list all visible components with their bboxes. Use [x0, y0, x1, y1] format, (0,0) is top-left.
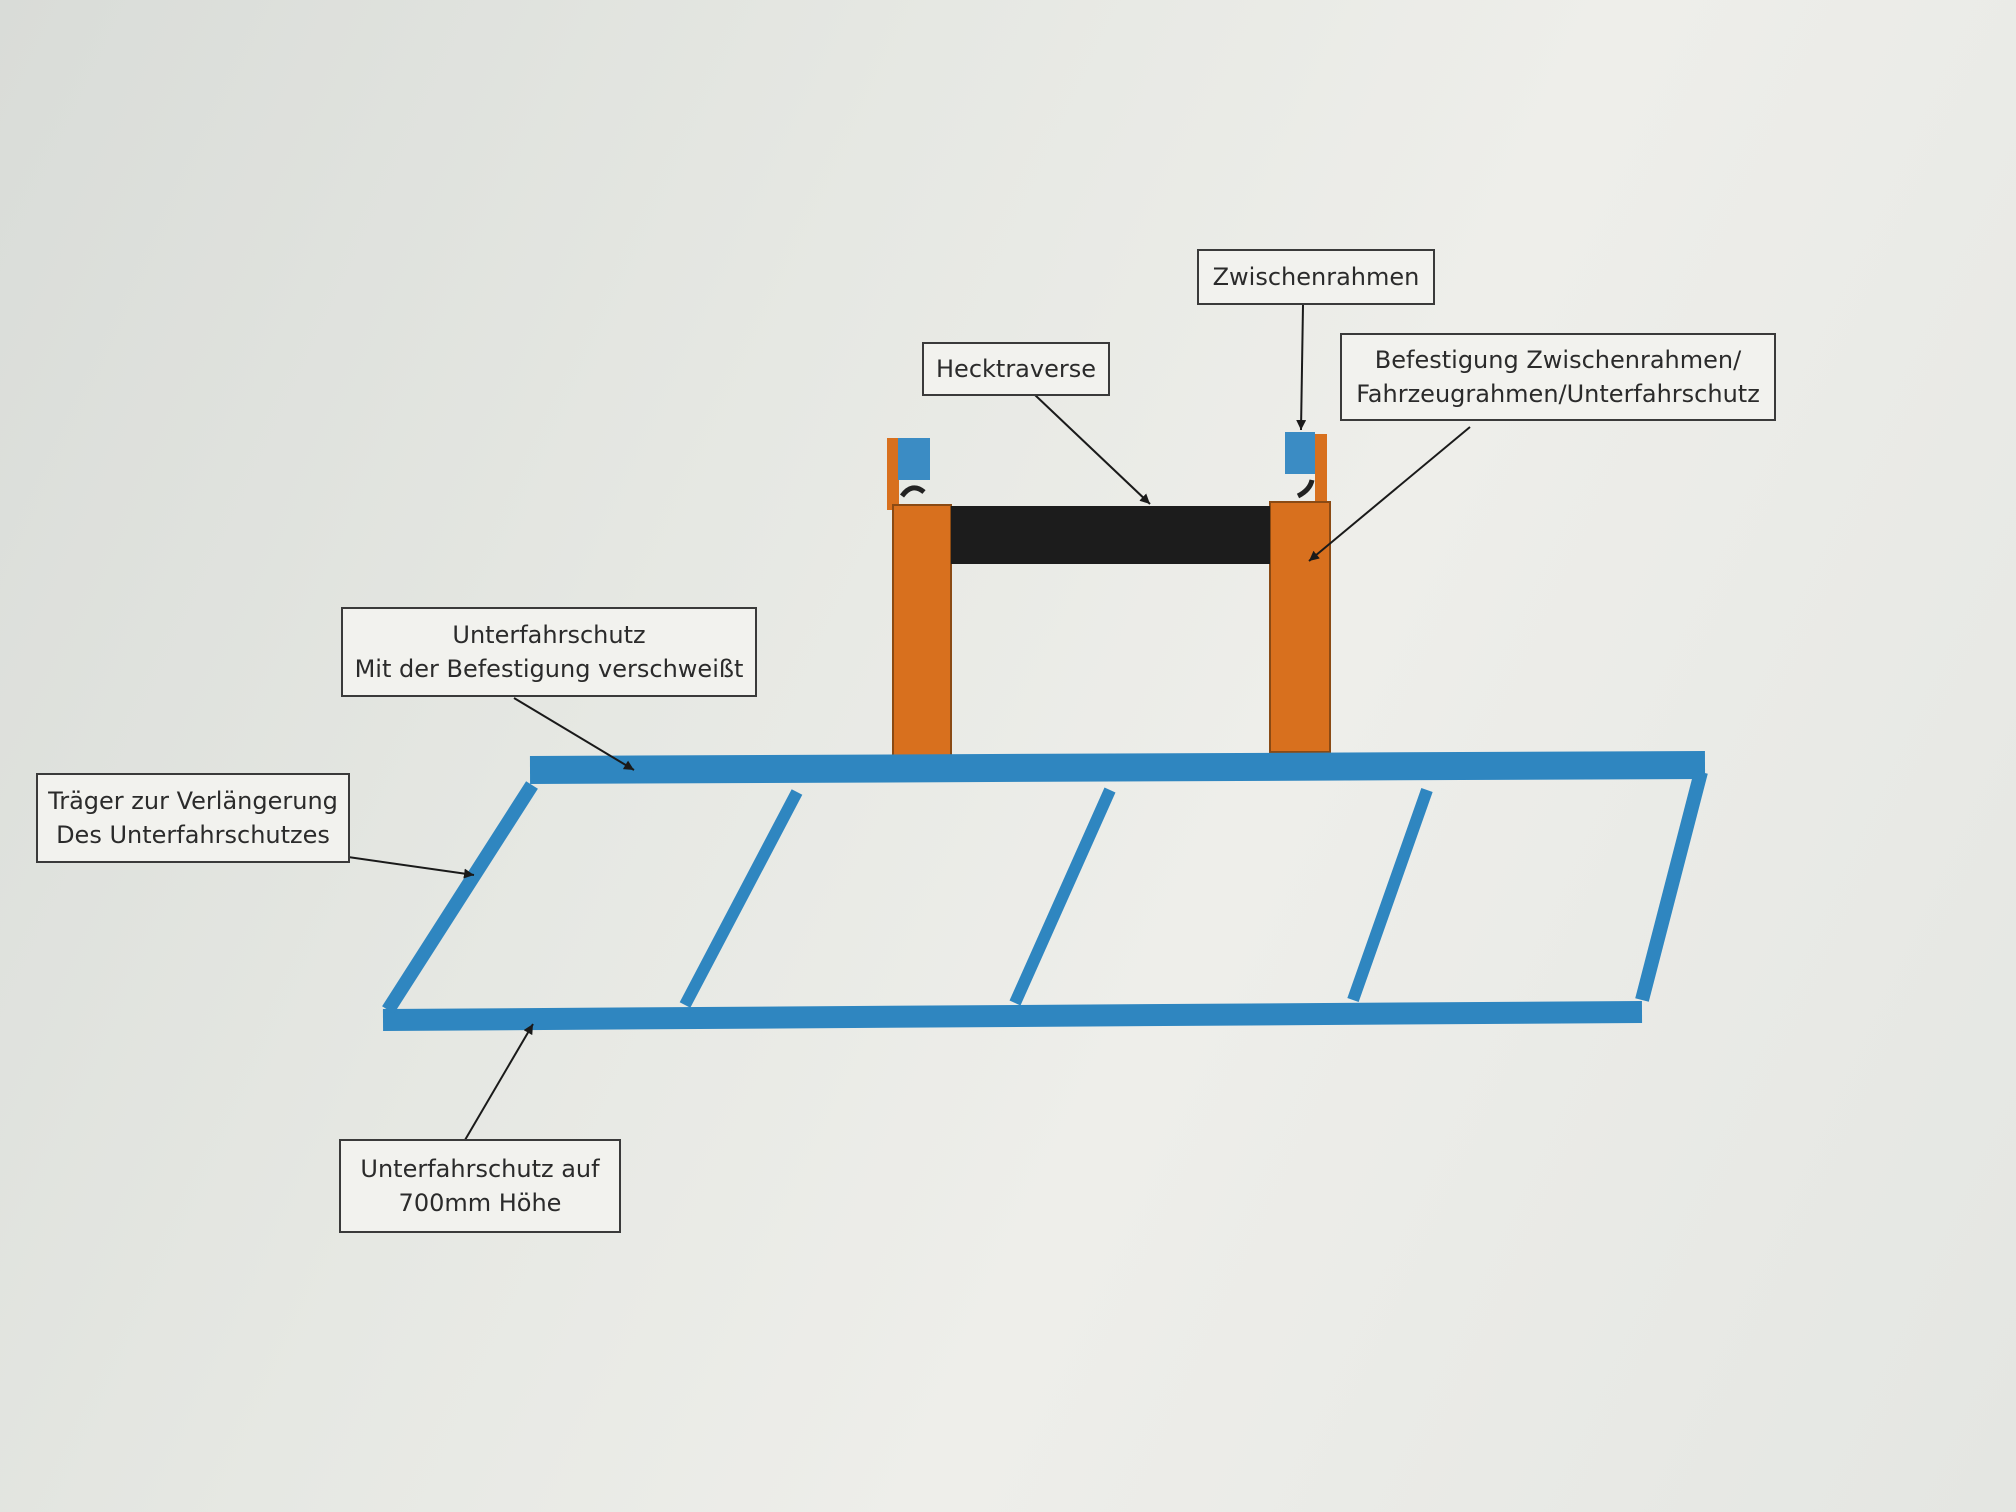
left-bracket	[887, 438, 952, 758]
label-zwischenrahmen: Zwischenrahmen	[1197, 249, 1435, 305]
rear-rail	[529, 751, 1706, 784]
right-hook	[1296, 479, 1315, 499]
label-zwischenrahmen-text: Zwischenrahmen	[1212, 263, 1420, 291]
label-unterfahrschutz-hoehe-line-2: 700mm Höhe	[398, 1189, 562, 1217]
left-clamp	[898, 438, 930, 480]
left-beam	[382, 781, 538, 1014]
arrow-hecktraverse	[1034, 394, 1151, 505]
right-bracket	[1269, 434, 1331, 753]
label-unterfahrschutz-verschweisst: Unterfahrschutz Mit der Befestigung vers…	[341, 607, 757, 697]
arrow-traeger	[347, 856, 475, 879]
arrow-befestigung	[1308, 426, 1471, 562]
strut-1	[679, 789, 803, 1008]
arrow-zwischenrahmen	[1296, 304, 1307, 431]
label-traeger-line-1: Träger zur Verlängerung	[48, 787, 338, 815]
right-clamp	[1285, 432, 1315, 474]
label-hecktraverse: Hecktraverse	[922, 342, 1110, 396]
label-unterfahrschutz-verschweisst-line-2: Mit der Befestigung verschweißt	[354, 655, 744, 683]
label-unterfahrschutz-hoehe-line-1: Unterfahrschutz auf	[360, 1155, 600, 1183]
label-befestigung-line-1: Befestigung Zwischenrahmen/	[1374, 346, 1742, 374]
label-befestigung-line-2: Fahrzeugrahmen/Unterfahrschutz	[1356, 380, 1760, 408]
label-hecktraverse-text: Hecktraverse	[936, 355, 1096, 383]
hecktraverse-beam	[951, 506, 1270, 564]
left-hook	[899, 485, 926, 498]
label-unterfahrschutz-hoehe: Unterfahrschutz auf 700mm Höhe	[339, 1139, 621, 1233]
underrun-guard-frame	[382, 751, 1708, 1031]
front-rail	[382, 1001, 1643, 1031]
arrow-unterfahrschutz-verschweisst	[513, 697, 635, 771]
right-beam	[1635, 770, 1708, 1002]
label-traeger-line-2: Des Unterfahrschutzes	[56, 821, 330, 849]
leader-lines	[347, 304, 1471, 1141]
strut-3	[1347, 788, 1433, 1002]
label-unterfahrschutz-verschweisst-line-1: Unterfahrschutz	[452, 621, 646, 649]
strut-2	[1009, 787, 1116, 1006]
arrow-unterfahrschutz-hoehe	[464, 1023, 534, 1141]
label-befestigung: Befestigung Zwischenrahmen/ Fahrzeugrahm…	[1340, 333, 1776, 421]
label-traeger: Träger zur Verlängerung Des Unterfahrsch…	[36, 773, 350, 863]
